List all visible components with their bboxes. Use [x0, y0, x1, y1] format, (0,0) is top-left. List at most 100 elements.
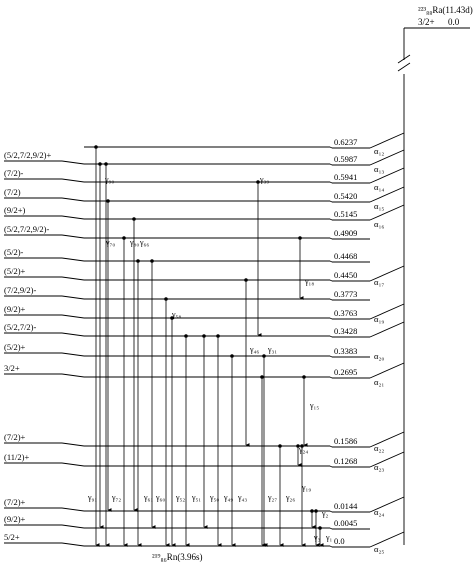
alpha-label: α₂₀: [374, 351, 384, 361]
spin-leader-slant: [61, 178, 85, 183]
gamma-25: γ₁: [318, 526, 333, 547]
gamma-3: γ₇₀: [105, 236, 128, 547]
alpha-feeder: [369, 321, 405, 338]
spin-leader-slant: [61, 442, 85, 447]
alpha-label: α₁₃: [374, 164, 384, 174]
parent-nucleus: ²²³₈₈Ra(11.43d) 3/2+ 0.0: [397, 5, 473, 545]
level-energy: 0.5420: [334, 191, 357, 201]
alpha-feeder: [369, 186, 405, 203]
alpha-label: α₂₅: [374, 544, 384, 554]
spin-leader-slant: [61, 295, 85, 300]
gamma-6: γ₆₁: [136, 259, 153, 547]
energy-leader: [329, 510, 333, 513]
level-0_3428: (5/2,7/2)- 0.3428 α₂₀: [4, 321, 405, 361]
level-spin: (9/2)+: [4, 514, 26, 524]
level-spin: (5/2,7/2,9/2)+: [4, 150, 51, 160]
parent-nucleus-label: ²²³₈₈Ra(11.43d): [418, 5, 473, 15]
gamma-20: γ₁₉: [300, 444, 311, 547]
gamma-label: γ₉₀: [104, 175, 114, 184]
gamma-label: γ₆₁: [143, 493, 153, 502]
level-spin: (7/2)+: [4, 497, 26, 507]
gamma-15: γ₃₉: [256, 175, 269, 337]
parent-spin: 3/2+: [418, 17, 435, 27]
alpha-feeder: [369, 132, 405, 149]
alpha-feeder: [369, 167, 405, 184]
gamma-label: γ₁: [325, 533, 333, 542]
level-energy: 0.1586: [334, 436, 357, 446]
alpha-label: α₂₂: [374, 443, 384, 453]
alpha-feeder: [369, 531, 405, 548]
energy-leader: [329, 335, 333, 338]
gamma-label: γ₁₅: [309, 401, 319, 410]
gamma-label: γ₅₀: [209, 493, 219, 502]
gamma-label: γ₂: [321, 509, 329, 518]
gamma-label: γ₆₆: [139, 238, 149, 247]
level-spin: 5/2+: [4, 532, 20, 542]
level-spin: (5/2,7/2)-: [4, 322, 37, 332]
level-spin: (5/2)-: [4, 247, 24, 257]
gamma-label: γ₃: [313, 533, 321, 542]
energy-leader: [329, 298, 333, 301]
energy-leader: [329, 465, 333, 468]
gamma-17: γ₂₇: [260, 375, 277, 547]
spin-leader-slant: [61, 314, 85, 319]
level-spin: (7/2)-: [4, 168, 24, 178]
axis-break-mark: [397, 54, 411, 72]
energy-leader: [329, 445, 333, 448]
gamma-24: γ₃: [310, 509, 321, 542]
gamma-label: γ₄₃: [237, 493, 247, 502]
alpha-label: α₂₄: [374, 507, 384, 517]
level-energy: 0.3428: [334, 326, 357, 336]
energy-leader: [329, 355, 333, 358]
level-spin: (7/2): [4, 187, 21, 197]
energy-leader: [329, 317, 333, 320]
spin-leader-slant: [61, 276, 85, 281]
gamma-label: γ₂₇: [267, 493, 277, 502]
alpha-label: α₂₁: [374, 377, 384, 387]
level-spin: (5/2)+: [4, 266, 26, 276]
gamma-label: γ₂₄: [298, 445, 308, 454]
spin-leader-slant: [61, 542, 85, 547]
spin-leader-slant: [61, 215, 85, 220]
gamma-label: γ₄₉: [223, 493, 233, 502]
alpha-feeder: [369, 496, 405, 513]
gamma-0: γ₉₁: [87, 145, 100, 547]
alpha-feeder: [369, 204, 405, 221]
spin-leader-slant: [61, 257, 85, 262]
parent-energy: 0.0: [448, 17, 460, 27]
alpha-label: α₁₂: [374, 146, 384, 156]
gamma-label: γ₃₉: [259, 175, 269, 184]
gamma-10: γ₅₁: [184, 334, 201, 547]
spin-leader-slant: [61, 462, 85, 467]
level-energy: 0.6237: [334, 137, 357, 147]
level-spin: 3/2+: [4, 363, 20, 373]
spin-leader-slant: [61, 352, 85, 357]
level-energy: 0.5941: [334, 172, 357, 182]
level-energy: 0.1268: [334, 456, 357, 466]
gamma-label: γ₃₁: [267, 345, 277, 354]
spin-leader-slant: [61, 332, 85, 337]
gamma-23: γ₂: [314, 509, 329, 547]
gamma-8: γ₅₈: [164, 297, 181, 547]
level-energy: 0.3383: [334, 346, 357, 356]
level-0_4909: (5/2,7/2,9/2)-0.4909: [4, 224, 370, 240]
gamma-18: γ₂₆: [278, 444, 295, 547]
alpha-label: α₁₉: [374, 314, 384, 324]
alpha-feeder: [369, 303, 405, 320]
level-energy: 0.4450: [334, 270, 357, 280]
level-spin: (7/2,9/2)-: [4, 285, 37, 295]
energy-leader: [329, 260, 333, 263]
spin-leader-slant: [61, 373, 85, 378]
gamma-9: γ₅₂: [170, 316, 185, 547]
gamma-label: γ₅₁: [191, 493, 201, 502]
gamma-12: γ₄₉: [216, 334, 233, 547]
gamma-1: γ₉₀: [98, 162, 114, 529]
level-0_3773: (7/2,9/2)-0.3773: [4, 285, 370, 301]
energy-leader: [329, 545, 333, 548]
energy-leader: [329, 237, 333, 240]
level-spin: (7/2)+: [4, 432, 26, 442]
